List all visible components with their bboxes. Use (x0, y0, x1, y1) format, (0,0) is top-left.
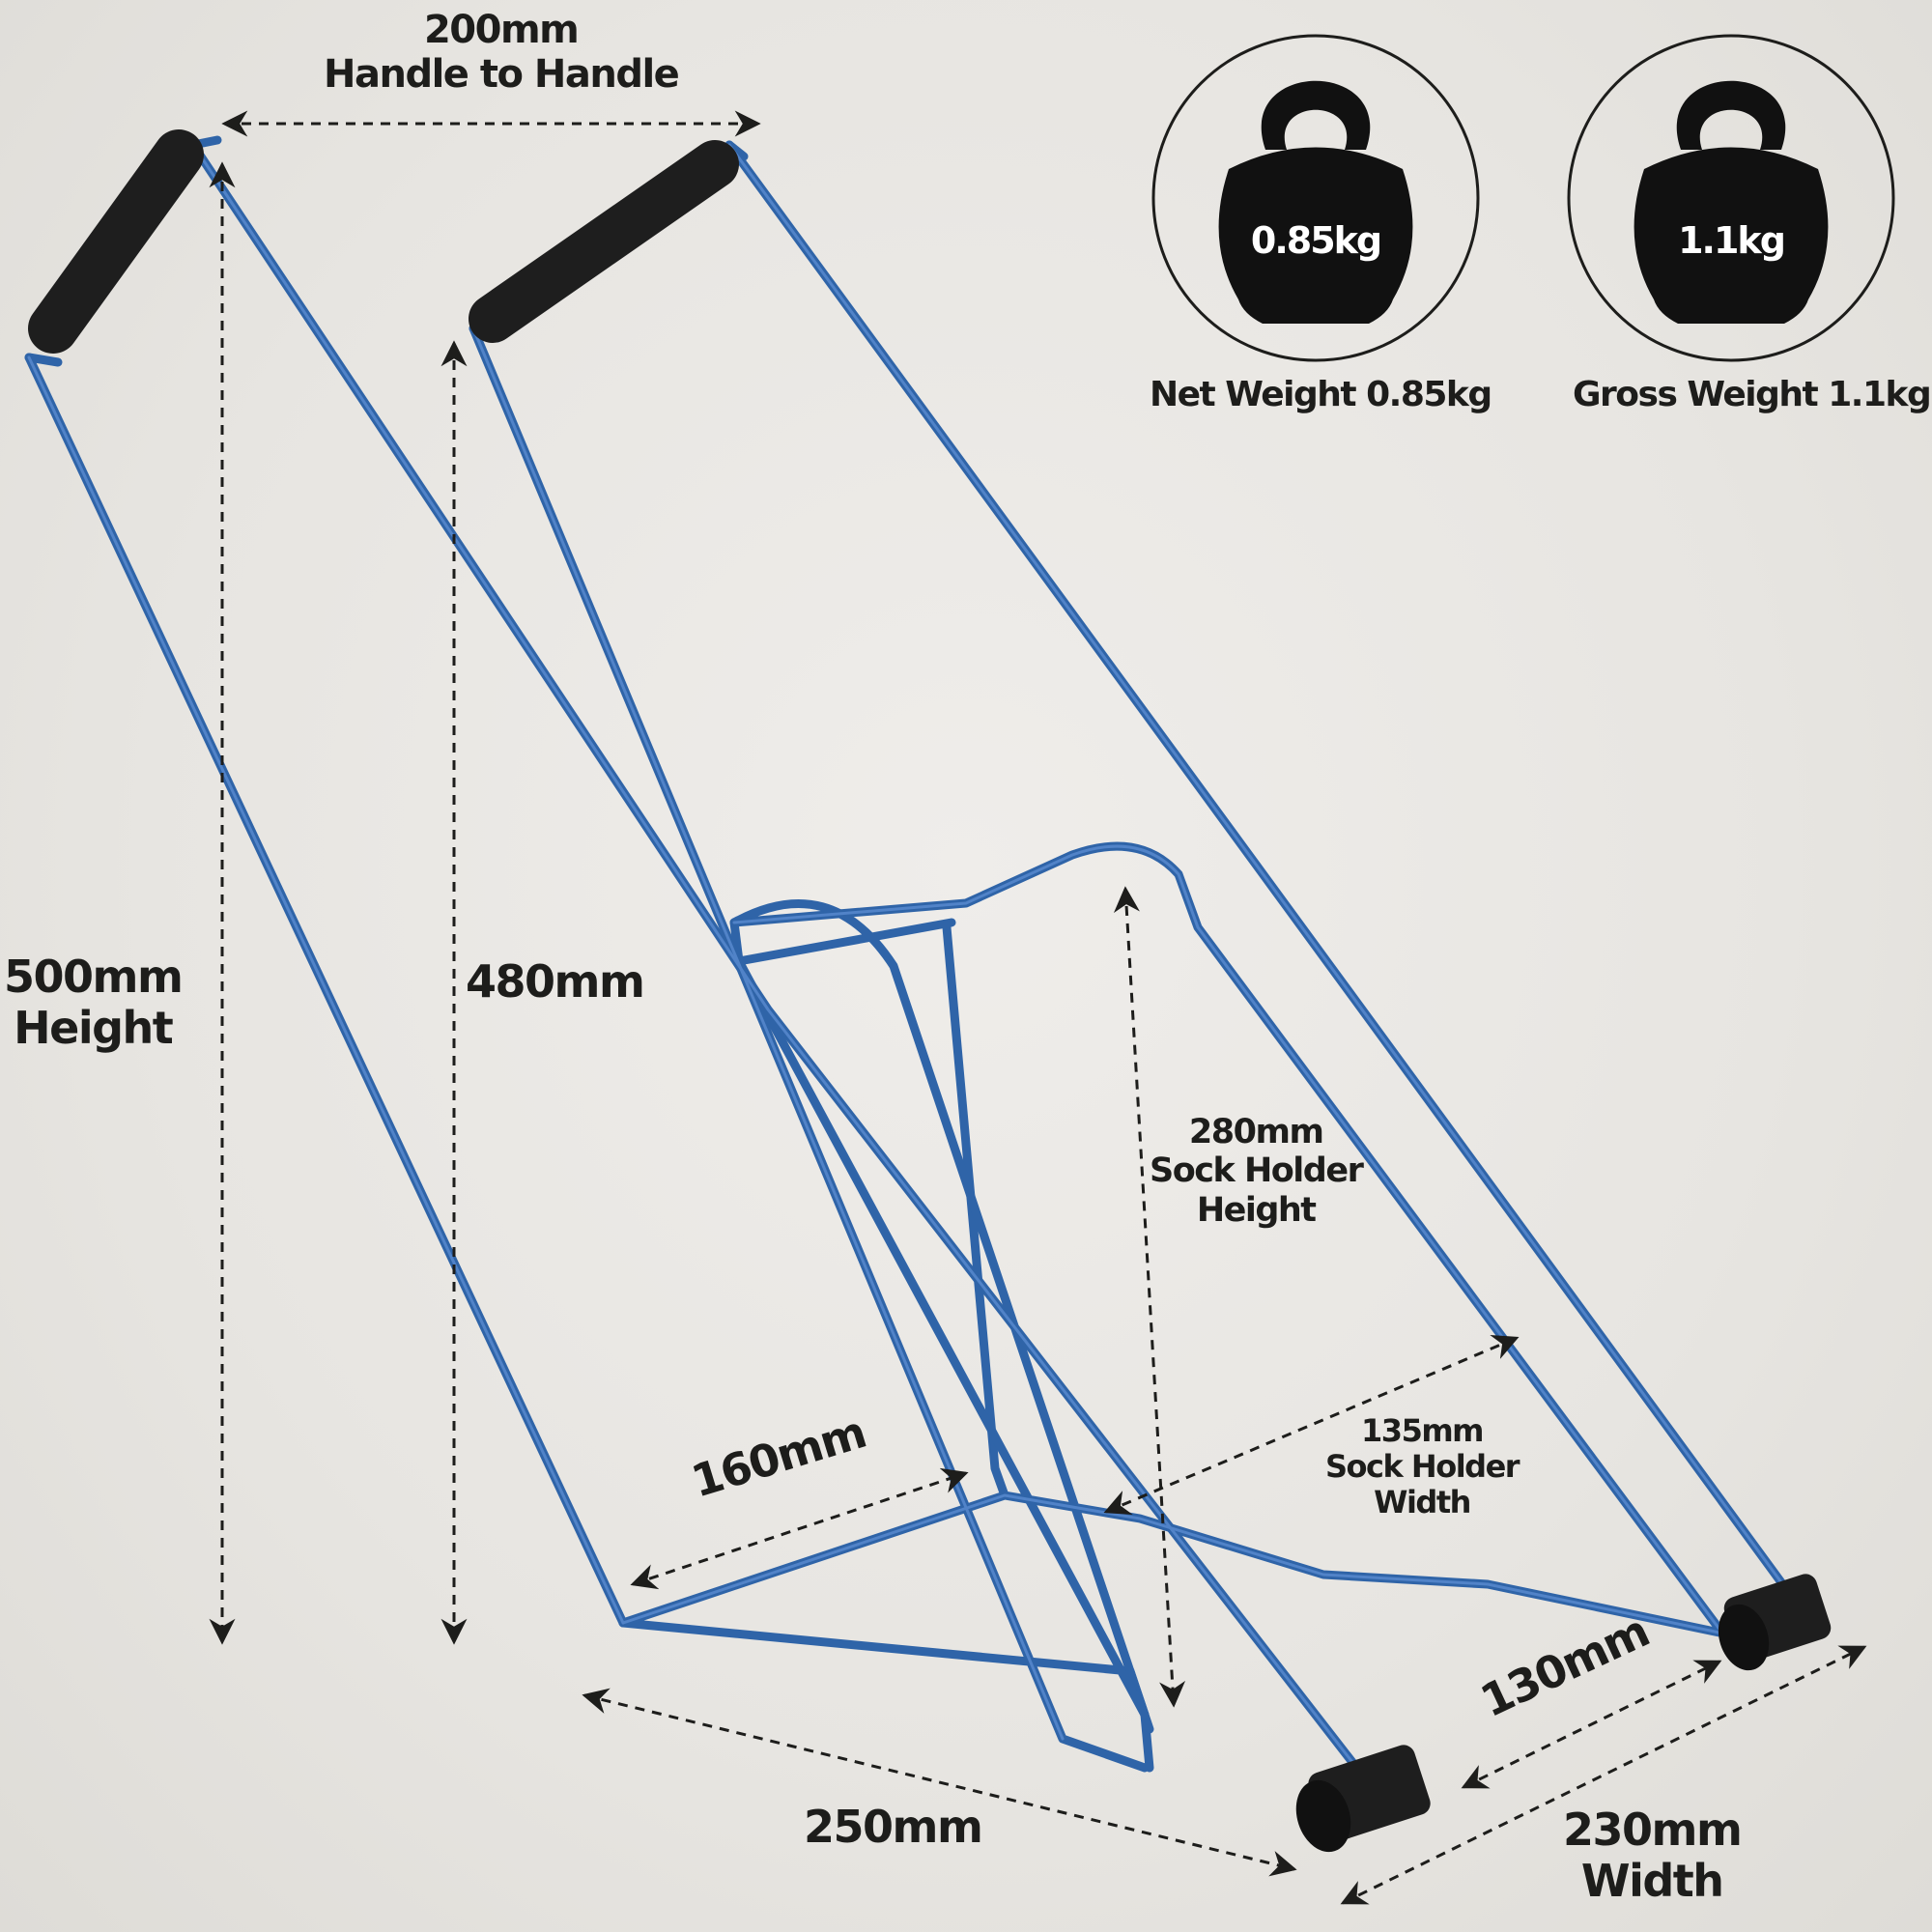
right-foam-handle (469, 140, 739, 343)
handle-to-handle-label: 200mm Handle to Handle (324, 8, 680, 97)
sock-holder-height-label: 280mm Sock Holder Height (1150, 1113, 1364, 1230)
left-foam-handle (28, 129, 204, 354)
gross-weight-badge: 1.1kg (1567, 34, 1895, 362)
sock-holder-width-line1: Sock Holder (1325, 1447, 1520, 1485)
inner-height-value: 480mm (466, 955, 645, 1008)
net-weight-badge: 0.85kg (1151, 34, 1480, 362)
sock-holder-right (729, 841, 1734, 1647)
gross-weight-caption: Gross Weight 1.1kg (1573, 375, 1932, 414)
kettlebell-icon: 0.85kg (1218, 80, 1413, 324)
handle-to-handle-value: 200mm (423, 8, 580, 52)
sock-holder-stem (942, 923, 1009, 1500)
sock-holder-width-line2: Width (1374, 1483, 1471, 1520)
overall-width-value: 230mm (1563, 1804, 1743, 1856)
overall-width-text: Width (1580, 1854, 1724, 1907)
sock-holder-left (729, 899, 1154, 1734)
rear-foot (1718, 1574, 1832, 1671)
depth-250-arrow (582, 1688, 1297, 1877)
rubber-feet (1295, 1574, 1832, 1853)
depth-label: 250mm (804, 1801, 983, 1853)
sock-holder-height-value: 280mm (1188, 1113, 1324, 1151)
center-rod (469, 324, 1150, 1773)
net-weight-ring (1151, 34, 1480, 362)
sock-holder-cross (729, 918, 956, 966)
sock-holder-height-arrow (1113, 886, 1186, 1708)
base-160-arrow (630, 1467, 969, 1590)
net-weight-caption: Net Weight 0.85kg (1150, 375, 1492, 414)
dimension-lines (209, 110, 1867, 1905)
front-foot (1295, 1745, 1431, 1853)
base-rear-rod (618, 1491, 1724, 1637)
overall-height-value: 500mm (4, 951, 184, 1003)
wire-frame (24, 135, 1802, 1792)
gross-weight-ring (1567, 34, 1895, 362)
overall-height-label: 500mm Height (4, 951, 184, 1054)
sock-holder-height-line1: Sock Holder (1150, 1151, 1364, 1191)
gross-weight-value: 1.1kg (1678, 219, 1784, 262)
foam-handles (28, 129, 739, 354)
inner-height-label: 480mm (466, 955, 645, 1008)
kettlebell-icon: 1.1kg (1634, 80, 1829, 324)
overall-height-text: Height (14, 1001, 174, 1054)
depth-value: 250mm (804, 1801, 983, 1853)
sock-holder-width-label: 135mm Sock Holder Width (1325, 1412, 1520, 1520)
sock-holder-width-arrow (1103, 1335, 1520, 1515)
sock-holder-inner (734, 956, 1150, 1719)
sock-holder-height-line2: Height (1196, 1190, 1317, 1230)
net-weight-value: 0.85kg (1251, 219, 1380, 262)
handle-to-handle-text: Handle to Handle (324, 52, 680, 97)
sock-holder-width-value: 135mm (1361, 1412, 1484, 1449)
overall-width-label: 230mm Width (1563, 1804, 1743, 1907)
